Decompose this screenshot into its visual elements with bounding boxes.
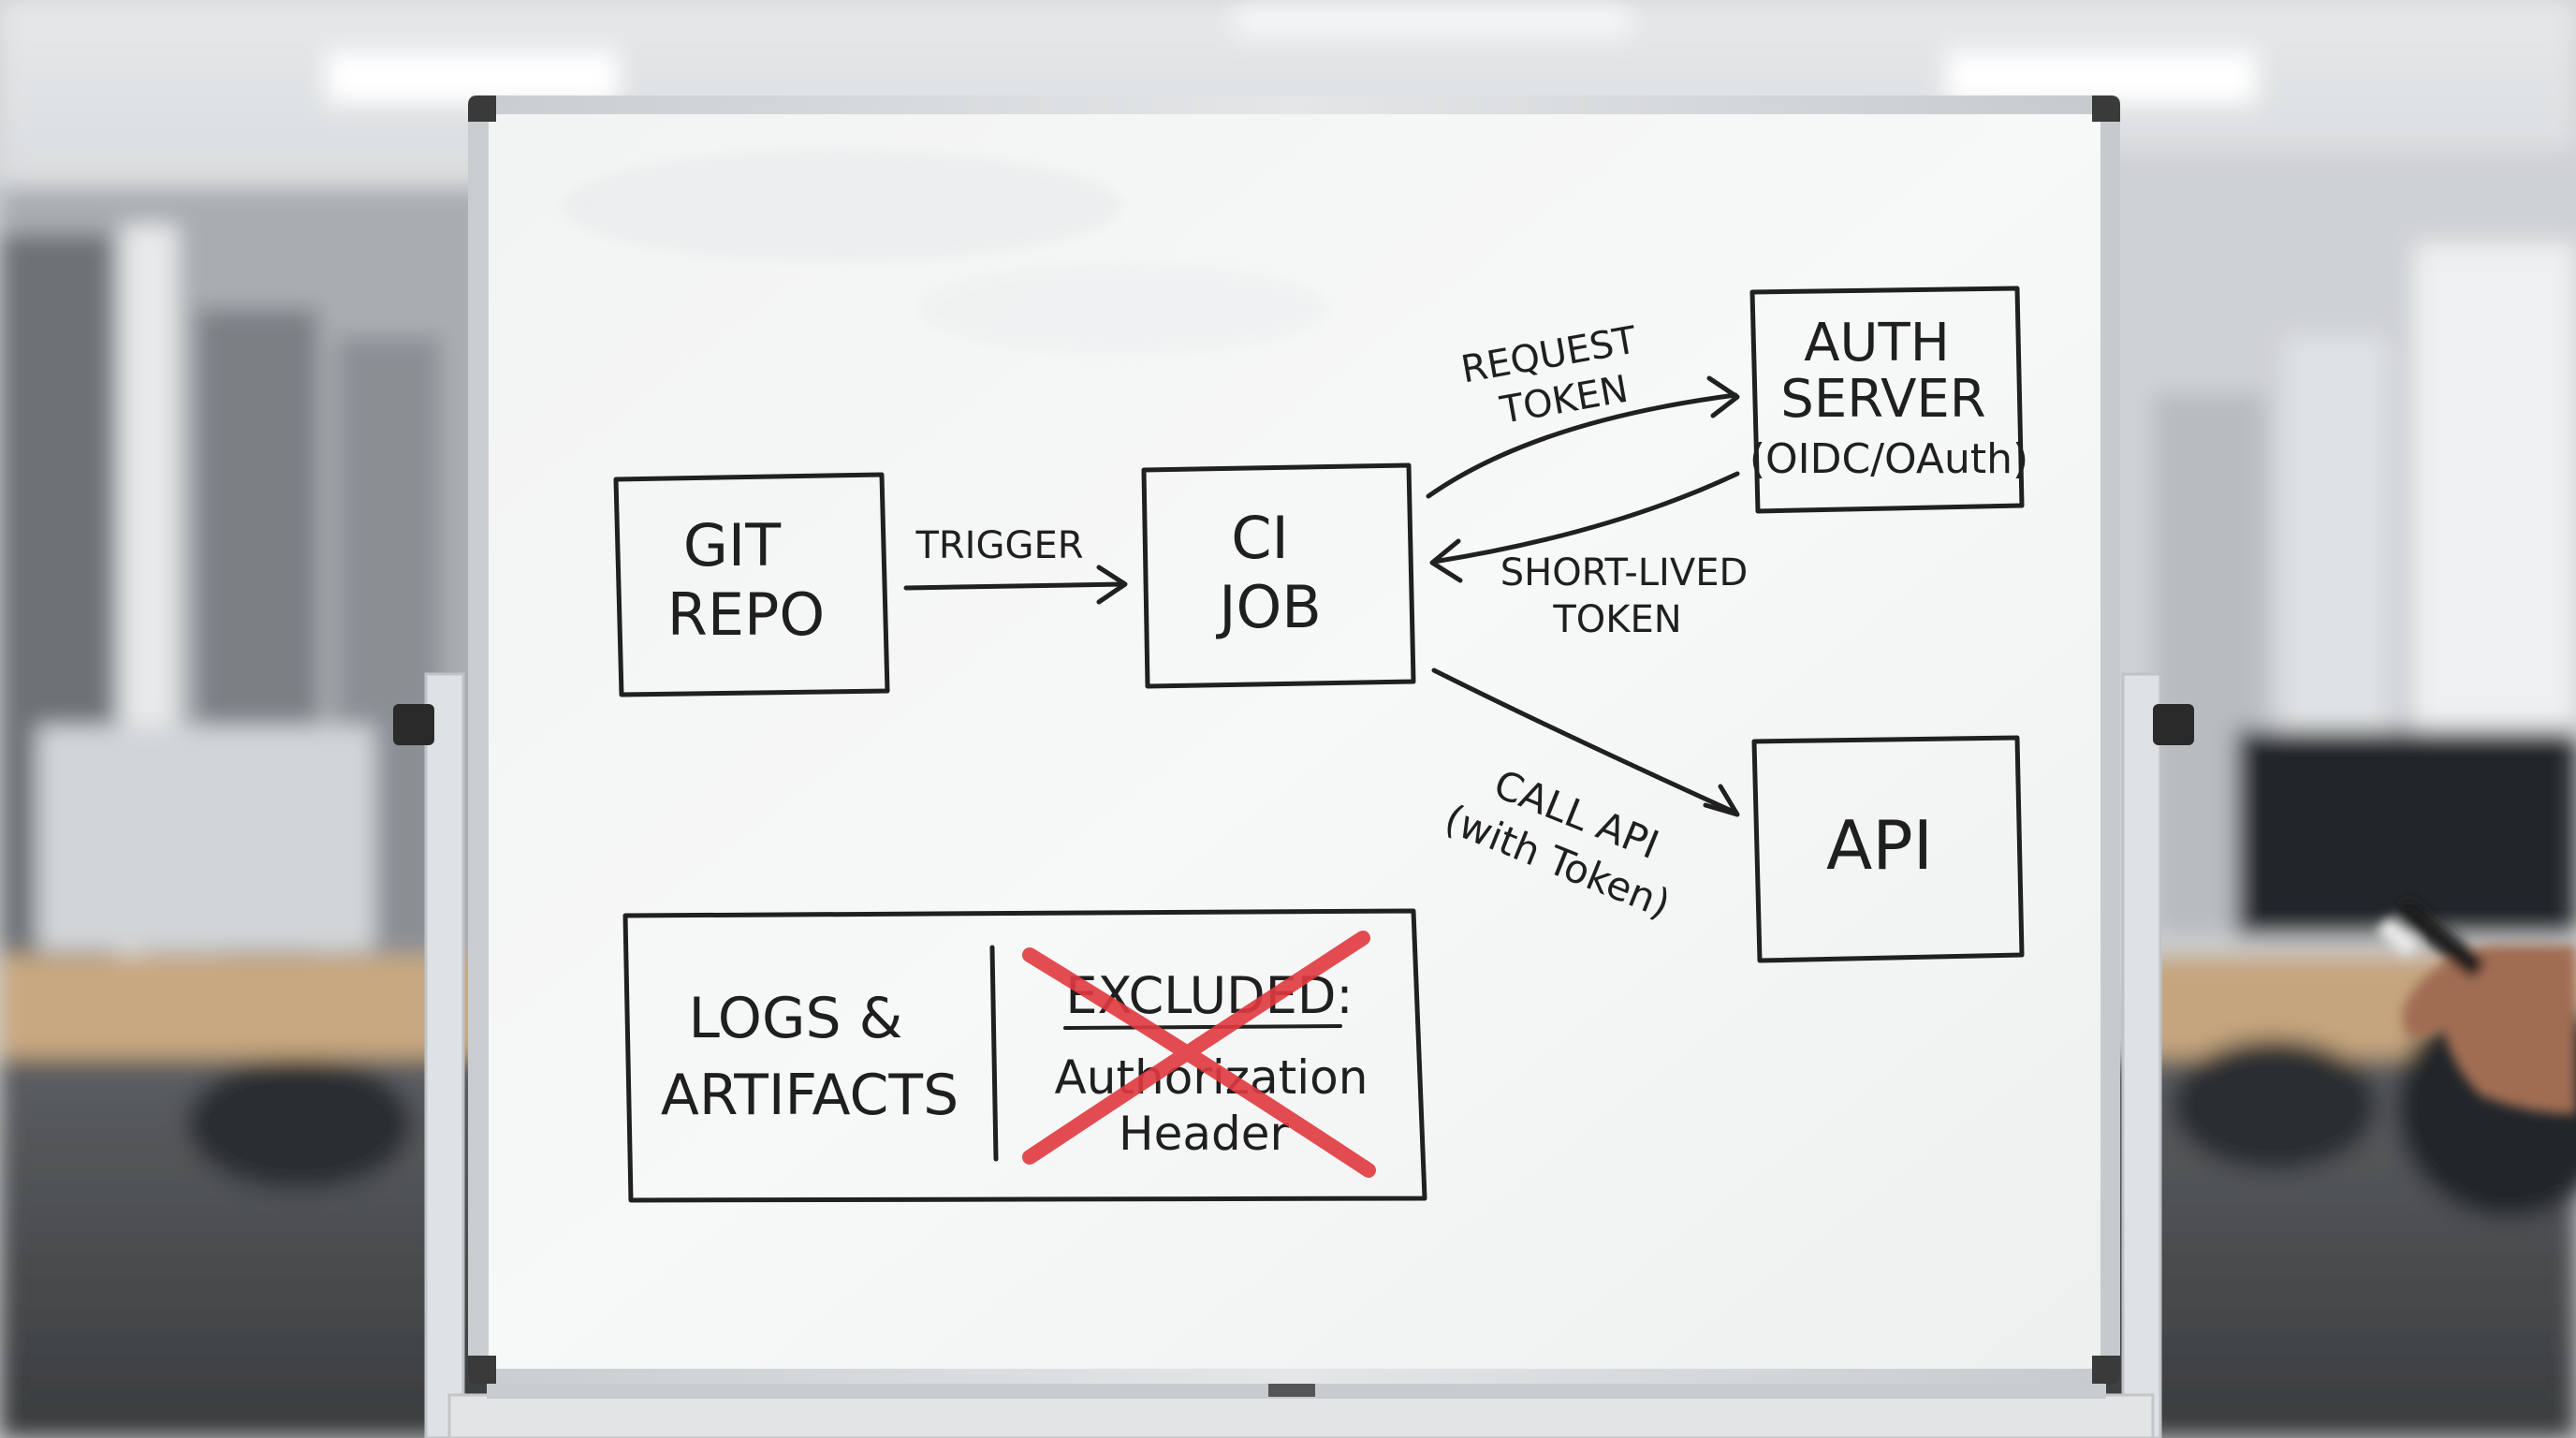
git-repo-label-line1: GIT (683, 511, 782, 580)
logs-box (622, 908, 1427, 1203)
ci-job-label-line1: CI (1231, 504, 1289, 572)
left-pivot-knob (393, 704, 434, 745)
call-api-arrow (1431, 668, 1738, 815)
excluded-underline (1063, 1024, 1342, 1030)
trigger-label: TRIGGER (915, 524, 1083, 567)
auth-server-label-line1: AUTH (1804, 313, 1950, 374)
logs-divider (989, 945, 999, 1162)
git-repo-box (613, 472, 890, 697)
short-lived-token-label-line1: SHORT-LIVED (1500, 551, 1749, 594)
diagram: GIT REPO TRIGGER CI JOB AUTH SERVER (OID… (613, 286, 2028, 1203)
excluded-line2: Header (1119, 1107, 1289, 1161)
trigger-arrow (903, 581, 1126, 591)
request-token-arrowhead (1706, 375, 1740, 418)
ci-job-label-line2: JOB (1215, 573, 1322, 641)
short-lived-token-arrow (1431, 471, 1740, 565)
auth-server-label-line3: (OIDC/OAuth) (1749, 435, 2028, 483)
api-box (1751, 735, 2025, 963)
request-token-arrow (1426, 392, 1738, 499)
logs-label-line1: LOGS & (689, 986, 903, 1051)
auth-server-label-line2: SERVER (1780, 369, 1985, 430)
git-repo-label-line2: REPO (667, 580, 825, 649)
short-lived-token-label-line2: TOKEN (1552, 598, 1681, 641)
excluded-strike-x (1022, 931, 1376, 1178)
hand-with-marker (2378, 899, 2576, 1114)
logs-label-line2: ARTIFACTS (661, 1063, 959, 1128)
ci-job-box (1141, 462, 1416, 689)
api-label: API (1826, 806, 1933, 885)
whiteboard-stand (393, 672, 2194, 1438)
auth-server-box (1749, 286, 2025, 514)
trigger-arrowhead (1096, 565, 1128, 605)
call-api-arrowhead (1703, 784, 1740, 817)
right-pivot-knob (2153, 704, 2194, 745)
short-lived-token-arrowhead (1429, 538, 1463, 583)
excluded-line1: Authorization (1055, 1050, 1368, 1105)
